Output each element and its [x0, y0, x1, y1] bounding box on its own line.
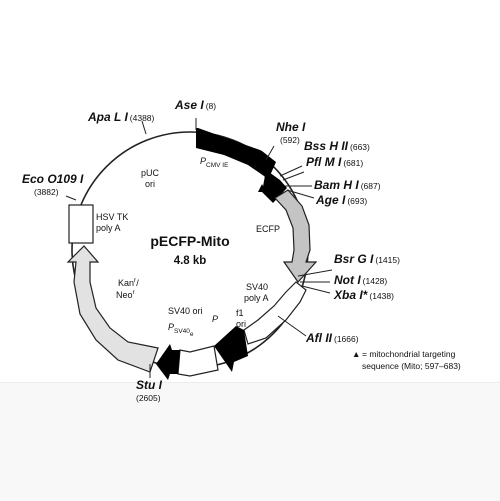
- mito-marker-icon: [258, 184, 266, 192]
- bss-tick: [279, 165, 303, 177]
- site-bam: Bam H I(687): [314, 178, 381, 192]
- mito-segment: [262, 170, 287, 203]
- site-eco: Eco O109 I: [22, 172, 84, 186]
- puc-ori-label-2: ori: [145, 179, 155, 189]
- site-nhe: Nhe I: [276, 120, 306, 134]
- site-age: Age I(693): [315, 193, 367, 207]
- f1-ori-label-1: f1: [236, 308, 244, 318]
- site-stu-pos: (2605): [136, 393, 161, 403]
- xba-tick: [301, 285, 331, 294]
- eco-tick: [65, 195, 77, 201]
- sv40-polya-label-1: SV40: [246, 282, 268, 292]
- site-bss: Bss H II(663): [304, 139, 370, 153]
- puc-ori-label-1: pUC: [141, 168, 160, 178]
- apa-tick: [141, 120, 147, 135]
- footer-band: [0, 382, 500, 501]
- kan-neo-label-2: Neor: [116, 289, 136, 300]
- kan-neo-segment: [66, 245, 159, 373]
- plasmid-size: 4.8 kb: [174, 255, 207, 267]
- site-eco-pos: (3882): [34, 187, 59, 197]
- pcmv-segment: [196, 128, 276, 180]
- sv40-ori-label: SV40 ori: [168, 306, 203, 316]
- legend-line-1: = mitochondrial targeting: [362, 349, 456, 359]
- hsv-tk-label-2: poly A: [96, 223, 121, 233]
- site-ase: Ase I(8): [174, 98, 216, 112]
- sv40-polya-label-2: poly A: [244, 293, 269, 303]
- kan-neo-label-1: Kanr/: [118, 277, 139, 288]
- pfl-tick: [282, 171, 305, 181]
- afl-tick: [277, 315, 307, 337]
- site-bsrg: Bsr G I(1415): [334, 252, 400, 266]
- sv40-ori-segment: [177, 345, 219, 377]
- plasmid-name: pECFP-Mito: [150, 233, 229, 249]
- site-pfl: Pfl M I(681): [306, 155, 363, 169]
- p-arrow: [156, 344, 180, 380]
- ecfp-label: ECFP: [256, 224, 280, 234]
- legend-line-2: sequence (Mito; 597–683): [362, 361, 461, 371]
- site-apa: Apa L I(4388): [87, 110, 155, 124]
- bsrg-tick: [297, 269, 333, 277]
- legend-symbol: ▲: [352, 349, 360, 359]
- site-stu: Stu I: [136, 378, 163, 392]
- ecfp-segment: [274, 189, 318, 283]
- site-xba: Xba I*(1438): [333, 288, 394, 302]
- age-tick: [286, 189, 315, 199]
- f1-ori-label-2: ori: [236, 319, 246, 329]
- site-nhe-pos: (592): [280, 135, 300, 145]
- psv40-label: PSV40e: [168, 322, 194, 338]
- p-label: P: [212, 314, 218, 324]
- sv40-polya-f1-segment: [243, 281, 307, 345]
- hsv-tk-polya-segment: [68, 204, 94, 244]
- site-afl: Afl II(1666): [305, 331, 359, 345]
- pcmv-label: PCMV IE: [200, 156, 229, 169]
- site-not: Not I(1428): [334, 273, 387, 287]
- hsv-tk-label-1: HSV TK: [96, 212, 128, 222]
- psv40-arrow: [214, 326, 248, 372]
- nhe-tick: [265, 145, 275, 161]
